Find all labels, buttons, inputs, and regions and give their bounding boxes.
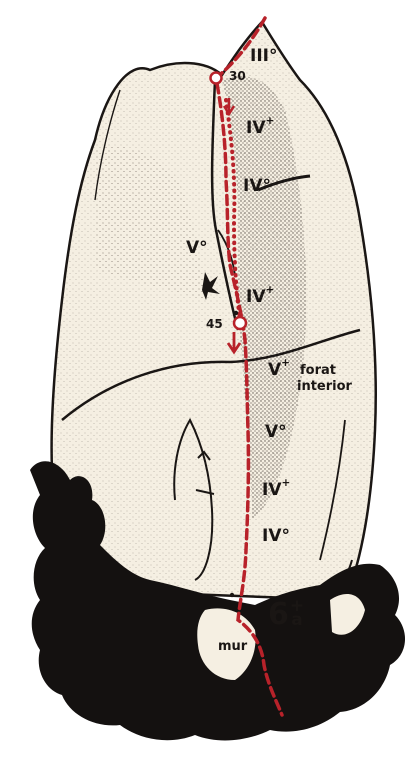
belay-number-45: 45 [206, 318, 223, 330]
belay-number-30: 30 [229, 70, 246, 82]
belay-ring-icon [211, 73, 222, 84]
grade-label-pitch6: V+ [268, 358, 290, 379]
grade-label-pitch9: IV° [262, 528, 290, 545]
crux-grade: 6+a [268, 600, 304, 630]
note-interior: interior [297, 380, 352, 394]
note-forat: forat [300, 364, 336, 378]
grade-label-pitch5: IV+ [246, 285, 274, 306]
grade-label-pitch3: IV° [243, 178, 271, 195]
grade-label-pitch1: III° [250, 48, 277, 65]
grade-label-pitch8: IV+ [262, 478, 290, 499]
note-mur: mur [218, 640, 247, 654]
grade-label-pitch7: V° [265, 424, 287, 441]
grade-label-pitch4: V° [186, 240, 208, 257]
grade-label-pitch2: IV+ [246, 116, 274, 137]
belay-ring-icon [234, 317, 246, 329]
